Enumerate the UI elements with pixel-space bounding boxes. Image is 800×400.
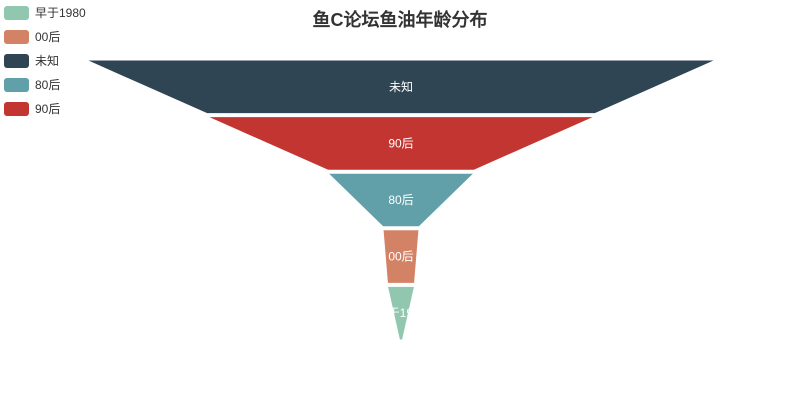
funnel-segment[interactable] bbox=[206, 116, 596, 171]
funnel-segment[interactable] bbox=[85, 59, 717, 115]
funnel-segment[interactable] bbox=[386, 285, 416, 341]
legend-swatch bbox=[4, 102, 29, 116]
legend: 早于1980 00后未知 80后 90后 bbox=[4, 6, 86, 116]
legend-item-label: 00后 bbox=[35, 30, 61, 44]
legend-item[interactable]: 00后 bbox=[4, 30, 86, 44]
legend-item[interactable]: 80后 bbox=[4, 78, 86, 92]
legend-item-label: 未知 bbox=[35, 54, 60, 68]
legend-item[interactable]: 未知 bbox=[4, 54, 86, 68]
legend-swatch bbox=[4, 78, 29, 92]
funnel-segment[interactable] bbox=[326, 172, 476, 228]
legend-item-label: 早于1980 bbox=[35, 6, 86, 20]
legend-swatch bbox=[4, 30, 29, 44]
funnel-segment[interactable] bbox=[382, 229, 420, 284]
legend-swatch bbox=[4, 54, 29, 68]
legend-swatch bbox=[4, 6, 29, 20]
legend-item[interactable]: 早于1980 bbox=[4, 6, 86, 20]
legend-item-label: 90后 bbox=[35, 102, 61, 116]
legend-item-label: 80后 bbox=[35, 78, 61, 92]
legend-item[interactable]: 90后 bbox=[4, 102, 86, 116]
